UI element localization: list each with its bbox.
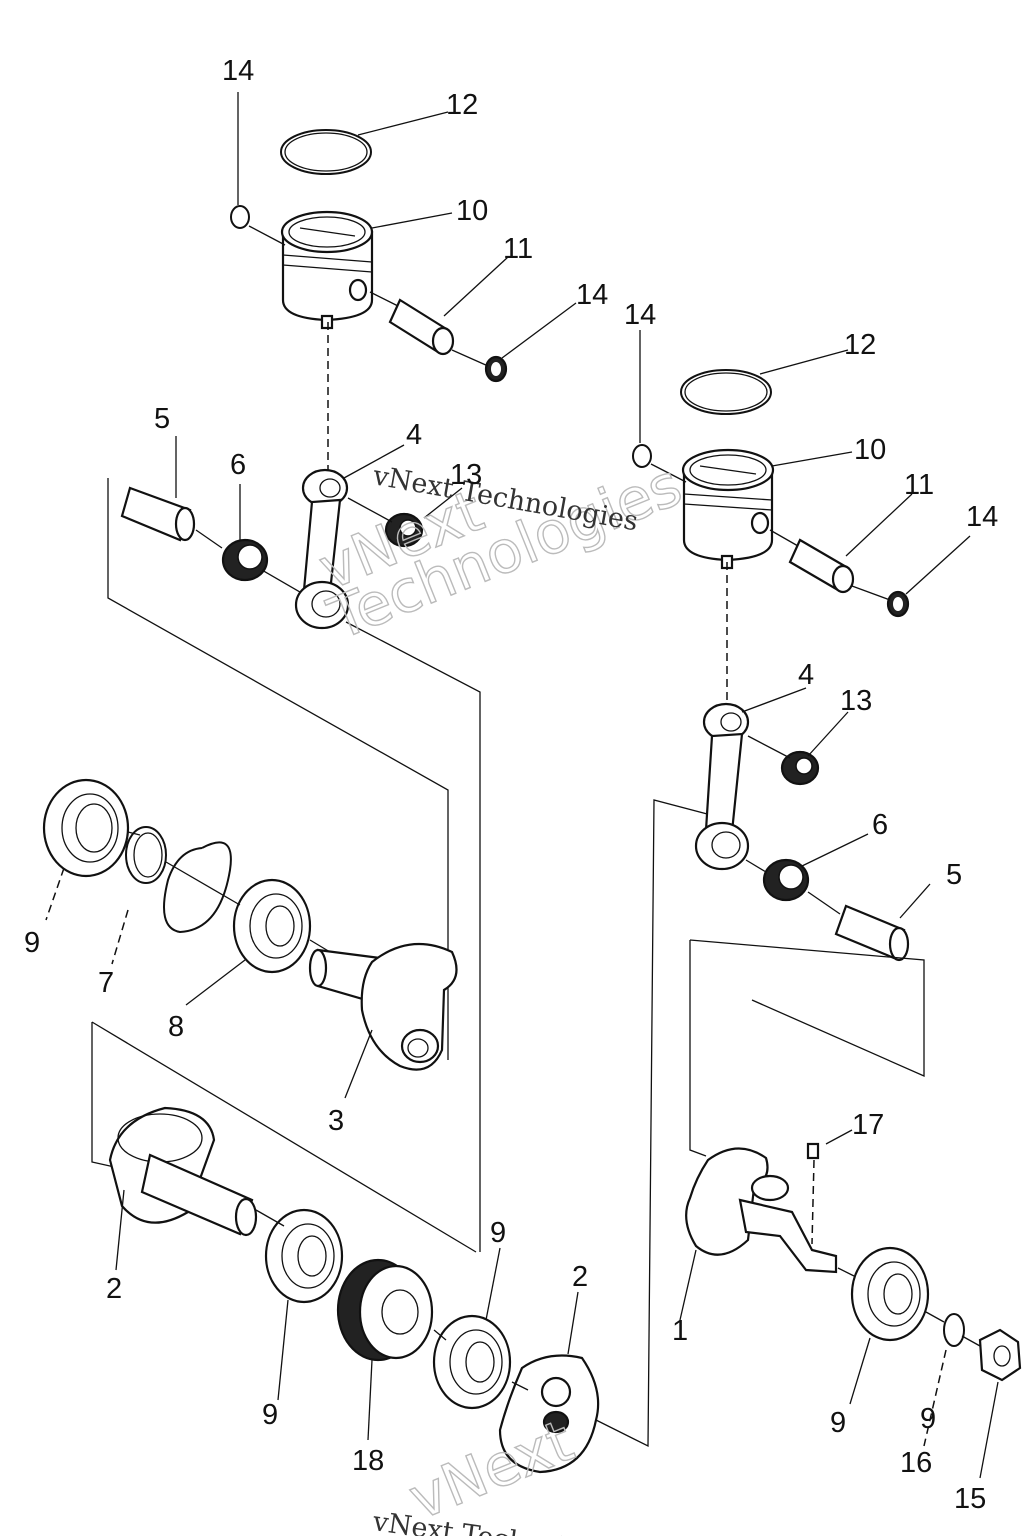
needle-bearing-left-13	[384, 512, 424, 548]
circlip-7	[125, 826, 167, 884]
needle-bearing-right-13	[780, 750, 820, 786]
crank-nut-15	[978, 1328, 1022, 1382]
callout-16: 16	[900, 1447, 932, 1479]
crankshaft-left-half	[42, 778, 458, 1099]
ball-bearing-8	[232, 878, 312, 974]
callout-labels: 14 12 10 11 14 14 12 10 11 14 5 6 4 13 4…	[24, 55, 998, 1515]
callout-13: 13	[450, 459, 482, 491]
lock-washer-16	[943, 1313, 965, 1347]
callout-5: 5	[154, 403, 170, 435]
callout-15: 15	[954, 1483, 986, 1515]
crank-pin-left	[120, 486, 196, 542]
callout-10: 10	[456, 195, 488, 227]
callout-10: 10	[854, 434, 886, 466]
crankshaft-center	[91, 799, 731, 1474]
crankshaft-right-half	[679, 1129, 1022, 1479]
piston-assembly-left	[230, 92, 577, 470]
callout-11: 11	[503, 233, 533, 265]
callout-14: 14	[576, 279, 608, 311]
callout-8: 8	[168, 1011, 184, 1043]
callout-2: 2	[572, 1261, 588, 1293]
circlip-left-a	[230, 205, 250, 229]
piston-pin-right	[788, 538, 855, 594]
ball-bearing-9-b	[264, 1208, 344, 1304]
center-seal-18	[336, 1258, 434, 1362]
piston-right	[681, 448, 775, 570]
callout-9: 9	[490, 1217, 506, 1249]
needle-bearing-left-6	[221, 538, 269, 582]
piston-pin-left	[388, 298, 455, 356]
callout-6: 6	[872, 809, 888, 841]
piston-ring-right	[680, 369, 772, 415]
callout-9: 9	[920, 1403, 936, 1435]
callout-12: 12	[446, 89, 478, 121]
crank-half-1	[685, 1147, 838, 1274]
piston-assembly-right	[632, 330, 971, 700]
callout-6: 6	[230, 449, 246, 481]
needle-bearing-right-6	[762, 858, 810, 902]
callout-14: 14	[966, 501, 998, 533]
callout-9: 9	[24, 927, 40, 959]
callout-4: 4	[798, 659, 814, 691]
retaining-ring-8	[163, 841, 232, 934]
connecting-rod-left	[294, 468, 350, 630]
crank-half-3	[308, 942, 458, 1071]
callout-14: 14	[222, 55, 254, 87]
woodruff-key-17	[806, 1142, 820, 1160]
watermark-text-2: vNext Technologies	[370, 1506, 641, 1536]
circlip-right-a	[632, 444, 652, 468]
callout-1: 1	[672, 1315, 688, 1347]
ball-bearing-9-a	[42, 778, 130, 878]
callout-9: 9	[830, 1407, 846, 1439]
conrod-assembly-right	[689, 687, 931, 1157]
callout-4: 4	[406, 419, 422, 451]
callout-9: 9	[262, 1399, 278, 1431]
callout-3: 3	[328, 1105, 344, 1137]
ball-bearing-9-c	[432, 1314, 512, 1410]
callout-14: 14	[624, 299, 656, 331]
crank-flywheel-2-a	[108, 1106, 258, 1237]
callout-17: 17	[852, 1109, 884, 1141]
piston-left	[280, 210, 374, 330]
piston-ring-left	[280, 129, 372, 175]
callout-7: 7	[98, 967, 114, 999]
callout-13: 13	[840, 685, 872, 717]
crank-flywheel-2-b	[498, 1354, 600, 1474]
connecting-rod-right	[694, 702, 750, 871]
callout-18: 18	[352, 1445, 384, 1477]
conrod-assembly-left	[107, 436, 481, 1252]
callout-11: 11	[904, 469, 934, 501]
ball-bearing-9-d	[850, 1246, 930, 1342]
crank-pin-right	[834, 904, 910, 962]
callout-5: 5	[946, 859, 962, 891]
callout-12: 12	[844, 329, 876, 361]
callout-2: 2	[106, 1273, 122, 1305]
